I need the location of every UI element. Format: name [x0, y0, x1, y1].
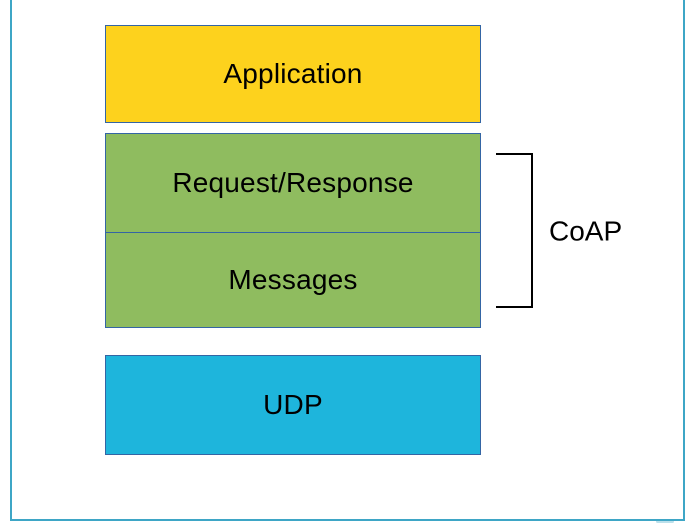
coap-bracket-label: CoAP — [549, 215, 623, 247]
layer-box-udp: UDP — [105, 355, 481, 455]
coap-group-bracket — [496, 153, 533, 308]
layer-label-request-response: Request/Response — [172, 167, 414, 198]
layer-label-application: Application — [223, 58, 363, 89]
layer-box-messages: Messages — [105, 231, 481, 328]
layer-label-messages: Messages — [228, 263, 358, 295]
layer-box-request-response: Request/Response — [105, 133, 481, 233]
bottom-edge-artifact — [656, 520, 674, 523]
layer-box-application: Application — [105, 25, 481, 123]
page-border-frame — [10, 0, 685, 521]
layer-label-udp: UDP — [263, 389, 323, 420]
